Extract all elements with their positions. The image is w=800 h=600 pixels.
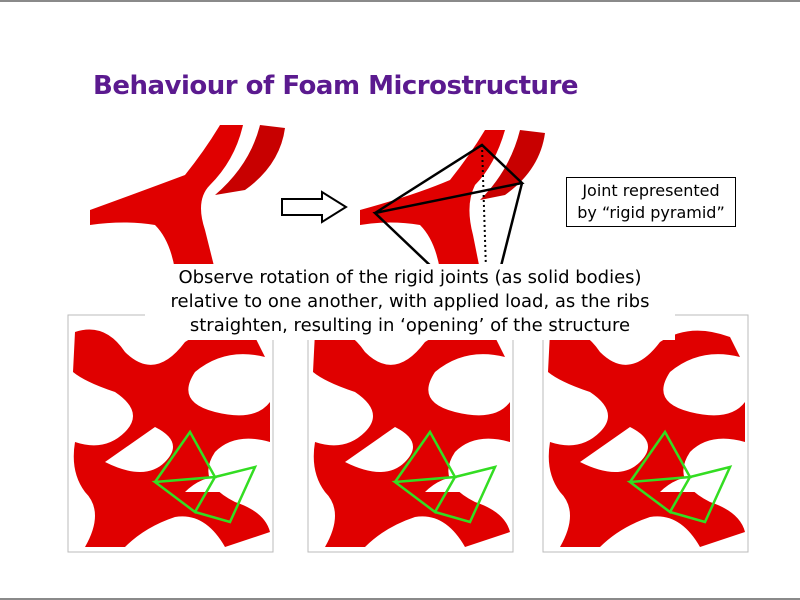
right-arrow-outline-icon [281, 190, 348, 224]
foam-panel [67, 314, 274, 553]
top-border [0, 0, 800, 2]
bottom-border [0, 598, 800, 600]
joint-image-pyramid [360, 130, 545, 270]
joint-note-box: Joint represented by “rigid pyramid” [566, 177, 736, 227]
caption-line: Observe rotation of the rigid joints (as… [178, 267, 642, 288]
caption-line: straighten, resulting in ‘opening’ of th… [189, 315, 631, 336]
joint-note-line: Joint represented [582, 181, 720, 200]
joint-note-line: by “rigid pyramid” [577, 203, 725, 222]
caption-line: relative to one another, with applied lo… [170, 291, 650, 312]
slide-title: Behaviour of Foam Microstructure [93, 71, 579, 101]
joint-image-before [90, 125, 285, 270]
foam-sequence-images [67, 313, 750, 554]
caption-text: Observe rotation of the rigid joints (as… [145, 264, 675, 340]
